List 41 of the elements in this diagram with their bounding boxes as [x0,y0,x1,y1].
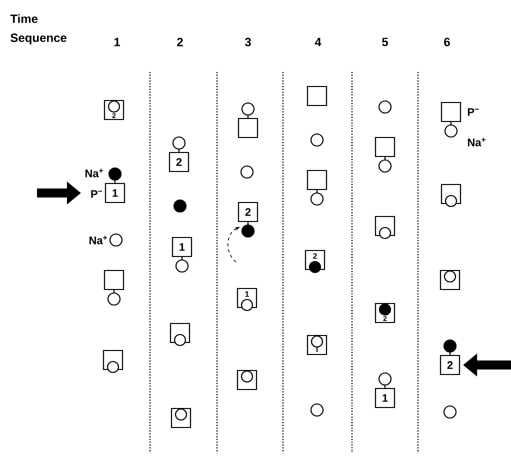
molecule-glyph [440,184,462,208]
ion-label: Na$^{+}$ [89,236,107,244]
molecule-glyph [306,170,328,206]
ion-circle [378,100,392,114]
molecule-glyph [374,216,396,240]
column-number: 4 [314,38,322,46]
molecule-glyph [306,86,328,106]
column-number: 6 [444,38,450,46]
ion-label: P$^{−}$ [91,190,102,198]
ion-label: Na$^{+}$ [468,138,486,146]
ion-circle [310,403,324,417]
molecule-glyph [374,136,396,173]
molecule-glyph [440,270,460,290]
molecule-glyph [236,370,258,390]
ion-circle [173,199,187,213]
molecule-glyph [440,102,462,138]
molecule-glyph [102,350,124,374]
molecule-glyph: 1 [104,167,126,204]
ion-label: Na$^{+}$ [85,168,103,178]
column-number: 3 [244,38,251,46]
molecule-glyph: 2 [238,202,258,238]
column-number: 5 [382,38,388,46]
molecule-glyph [306,334,328,356]
ion-circle [109,233,123,247]
molecule-glyph: 2 [440,339,460,376]
molecule-glyph: 1 [172,236,192,273]
molecule-glyph [170,322,190,346]
molecule-glyph: 1 [236,288,258,312]
heading: Time Sequence [10,14,66,44]
ion-circle [240,165,254,179]
molecule-glyph [170,408,192,428]
ion-circle [310,133,324,147]
molecule-glyph [104,270,124,306]
molecule-glyph [238,102,258,138]
molecule-glyph: 2 [304,250,326,274]
molecule-glyph: 1 [374,372,396,408]
column-number: 1 [114,38,120,46]
molecule-glyph: 2 [168,136,190,172]
ion-label: P$^{−}$ [468,108,479,116]
ion-circle [443,405,457,419]
column-number: 2 [177,38,183,46]
